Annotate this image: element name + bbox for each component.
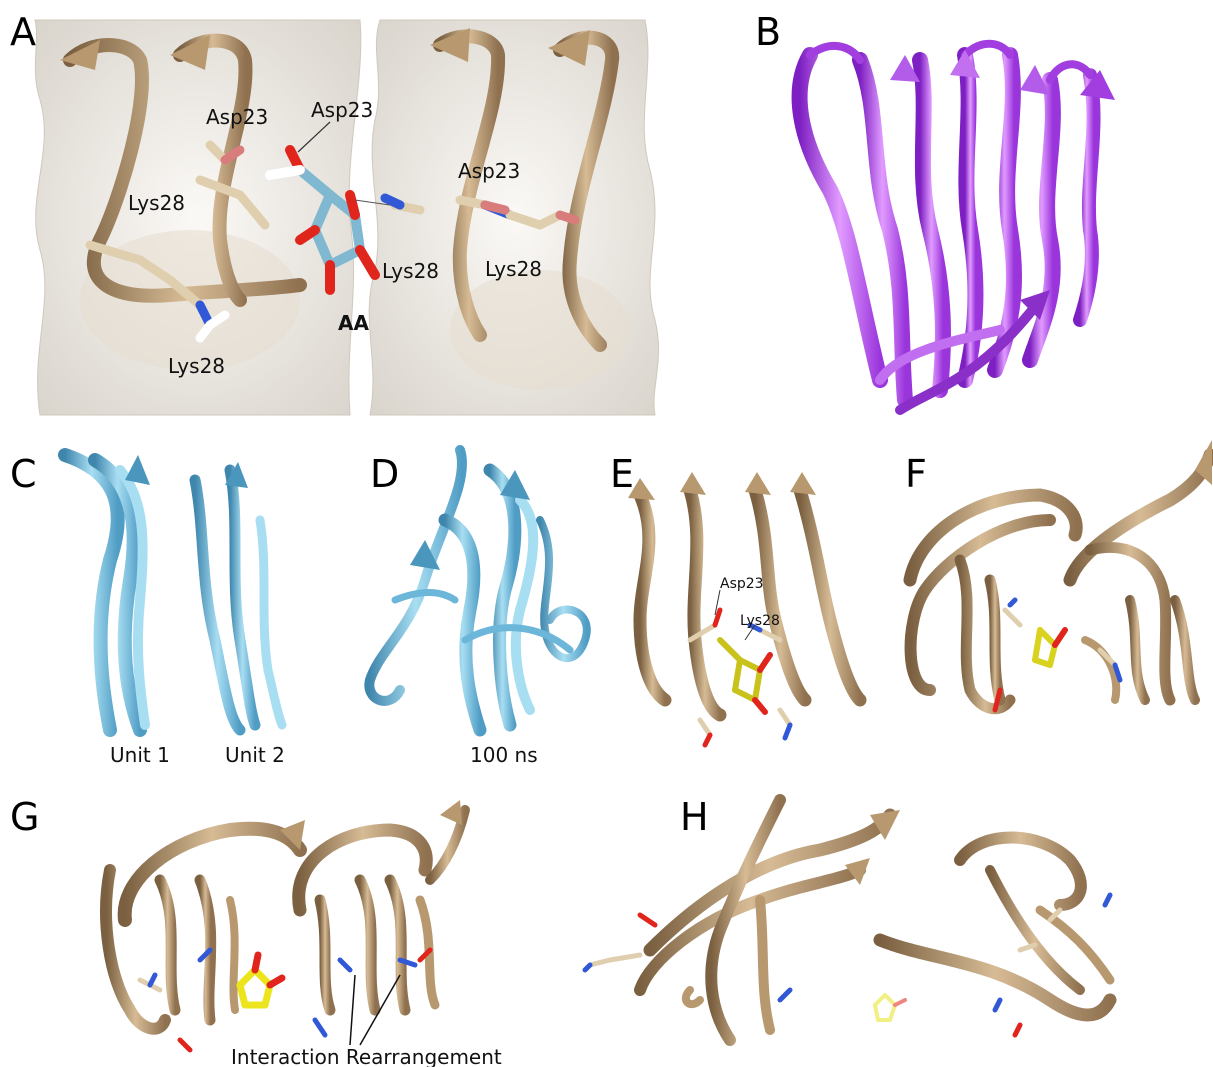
panel-a-res-lys28-3: Lys28 <box>485 257 542 281</box>
panel-d-label: D <box>370 452 399 496</box>
panel-a-res-asp23-2: Asp23 <box>311 98 373 122</box>
panel-g: G <box>10 795 502 1067</box>
panel-a-res-asp23-1: Asp23 <box>206 105 268 129</box>
panel-g-arrow-right <box>440 800 462 825</box>
panel-a-res-lys28-2: Lys28 <box>382 259 439 283</box>
panel-h-sticks <box>585 895 1110 1035</box>
panel-h-label: H <box>680 795 709 839</box>
panel-a-res-asp23-3: Asp23 <box>458 159 520 183</box>
panel-e-label: E <box>610 452 634 496</box>
panel-f: F <box>905 440 1212 710</box>
panel-f-ligand <box>1035 630 1065 665</box>
panel-g-pointer-1 <box>350 975 355 1045</box>
panel-g-ribbons-right <box>299 810 465 1010</box>
panel-d: D 100 ns <box>369 450 586 767</box>
panel-g-ribbons-left <box>106 829 300 1029</box>
panel-a-label: A <box>10 10 36 54</box>
panel-g-pointer-2 <box>360 975 400 1045</box>
panel-d-ribbons <box>369 450 586 730</box>
panel-h-ligand <box>875 995 905 1020</box>
panel-c-unit1-ribbons <box>65 455 145 730</box>
panel-b-ribbons <box>800 44 1094 410</box>
panel-d-caption: 100 ns <box>470 743 538 767</box>
panel-f-label: F <box>905 452 927 496</box>
panel-e-arrow-3 <box>745 472 771 495</box>
panel-e-res-asp23: Asp23 <box>720 576 764 592</box>
panel-c-caption-unit2: Unit 2 <box>225 743 285 767</box>
panel-c-unit1-arrow <box>125 455 150 485</box>
panel-e-res-lys28: Lys28 <box>740 613 780 629</box>
panel-e-ligand <box>720 640 770 712</box>
panel-a-res-lys28-1: Lys28 <box>128 191 185 215</box>
panel-c-caption-unit1: Unit 1 <box>110 743 170 767</box>
panel-g-ligand <box>240 955 282 1005</box>
panel-g-caption: Interaction Rearrangement <box>231 1045 502 1067</box>
panel-b-label: B <box>755 10 781 54</box>
panel-e-arrow-2 <box>680 472 706 495</box>
panel-e-ribbons <box>640 490 860 715</box>
panel-a-res-lys28-4: Lys28 <box>168 354 225 378</box>
panel-e: E A <box>610 452 860 745</box>
panel-b: B <box>755 10 1115 410</box>
panel-c-unit2-ribbons <box>195 470 282 730</box>
panel-c-label: C <box>10 452 37 496</box>
panel-h: H <box>585 795 1110 1040</box>
panel-a: A Asp23 Asp23 Asp23 Lys28 Lys28 Lys28 Ly… <box>10 10 659 415</box>
panel-g-label: G <box>10 795 39 839</box>
panel-c: C Unit 1 Unit 2 <box>10 452 285 767</box>
panel-b-arrow-3 <box>950 50 980 78</box>
panel-f-ribbons <box>910 455 1210 709</box>
panel-e-arrow-4 <box>790 472 816 495</box>
panel-h-ribbons-left <box>640 800 890 1040</box>
panel-a-ligand-label: AA <box>338 311 369 335</box>
panel-h-ribbons-right <box>880 838 1110 1016</box>
